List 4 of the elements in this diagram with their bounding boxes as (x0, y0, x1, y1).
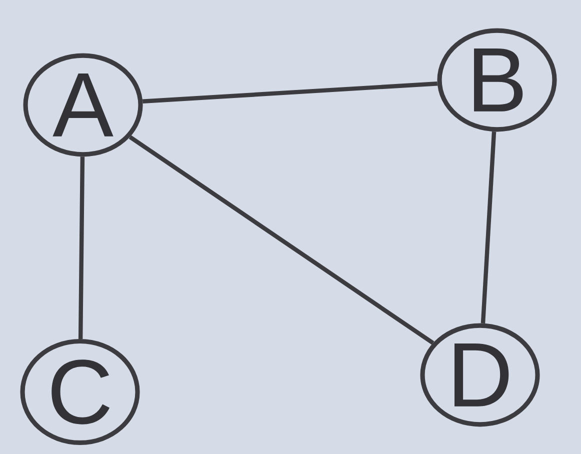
connector-line (78, 156, 85, 340)
connector-line (480, 132, 496, 324)
connector-line (128, 135, 434, 345)
connector-line (142, 81, 438, 104)
